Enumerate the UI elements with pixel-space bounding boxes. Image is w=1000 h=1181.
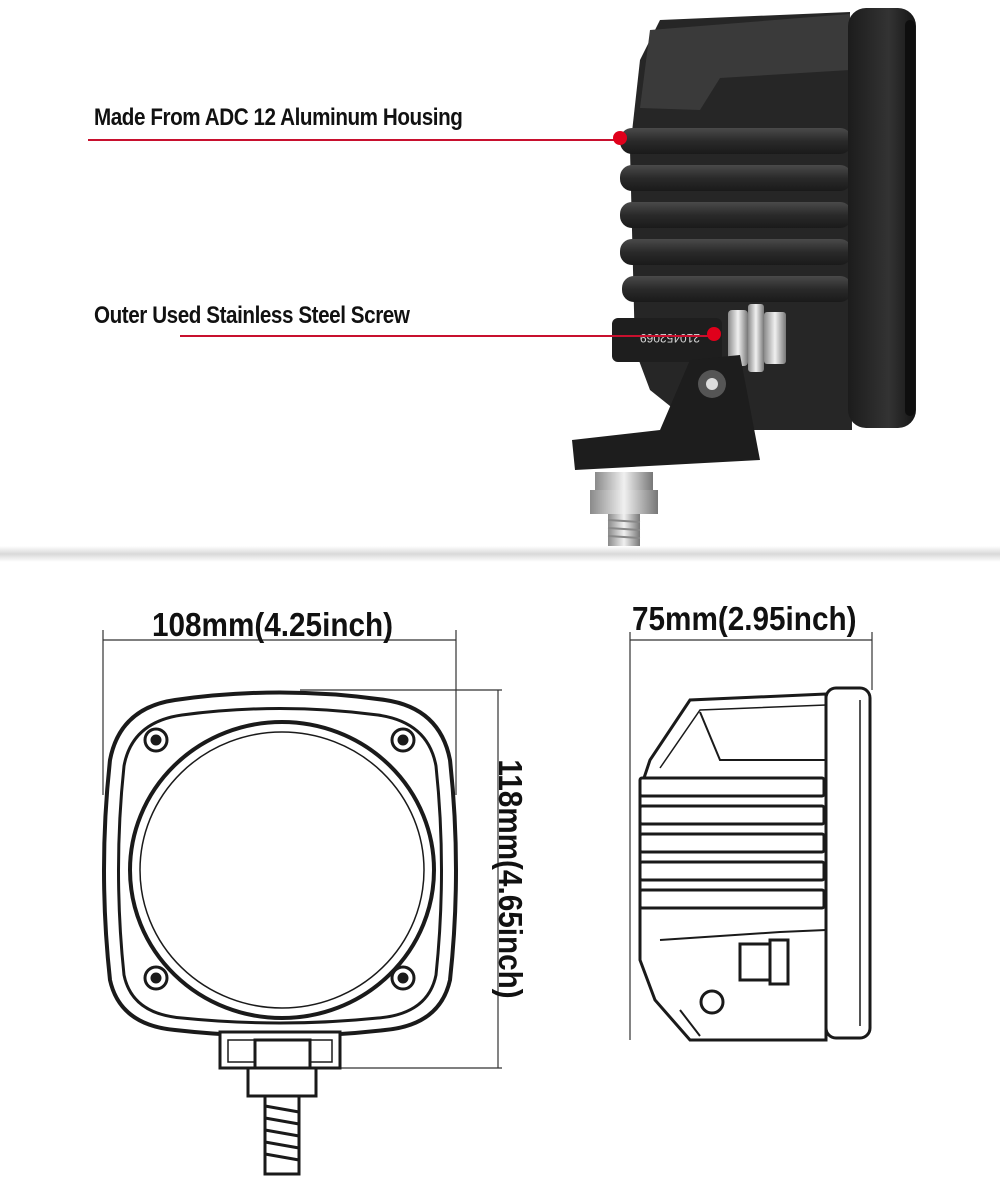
side-housing-outline	[638, 686, 872, 1042]
front-view-drawing	[102, 630, 502, 1176]
front-bolt-thread	[263, 1094, 301, 1176]
housing-callout-label: Made From ADC 12 Aluminum Housing	[94, 104, 463, 131]
cooling-fins	[620, 128, 852, 302]
front-bracket	[218, 1030, 342, 1098]
lens-circle	[128, 720, 436, 1020]
corner-screws	[143, 727, 416, 991]
screw-callout-label: Outer Used Stainless Steel Screw	[94, 302, 410, 329]
depth-dimension-line	[629, 632, 873, 1040]
section-divider	[0, 546, 1000, 562]
mount-bolt	[590, 472, 658, 548]
side-view-drawing	[629, 632, 873, 1042]
housing-callout-dot	[613, 131, 627, 145]
serial-text: 210452069	[640, 331, 700, 345]
depth-dimension-label: 75mm(2.95inch)	[632, 600, 857, 637]
height-dimension-label: 118mm(4.65inch)	[492, 759, 529, 999]
housing-top	[640, 14, 850, 110]
product-side-photo: 210452069	[88, 8, 916, 548]
stainless-screw	[728, 304, 786, 372]
width-dimension-line	[102, 630, 457, 795]
screw-callout-dot	[707, 327, 721, 341]
front-bezel	[848, 8, 916, 428]
width-dimension-label: 108mm(4.25inch)	[152, 606, 394, 643]
